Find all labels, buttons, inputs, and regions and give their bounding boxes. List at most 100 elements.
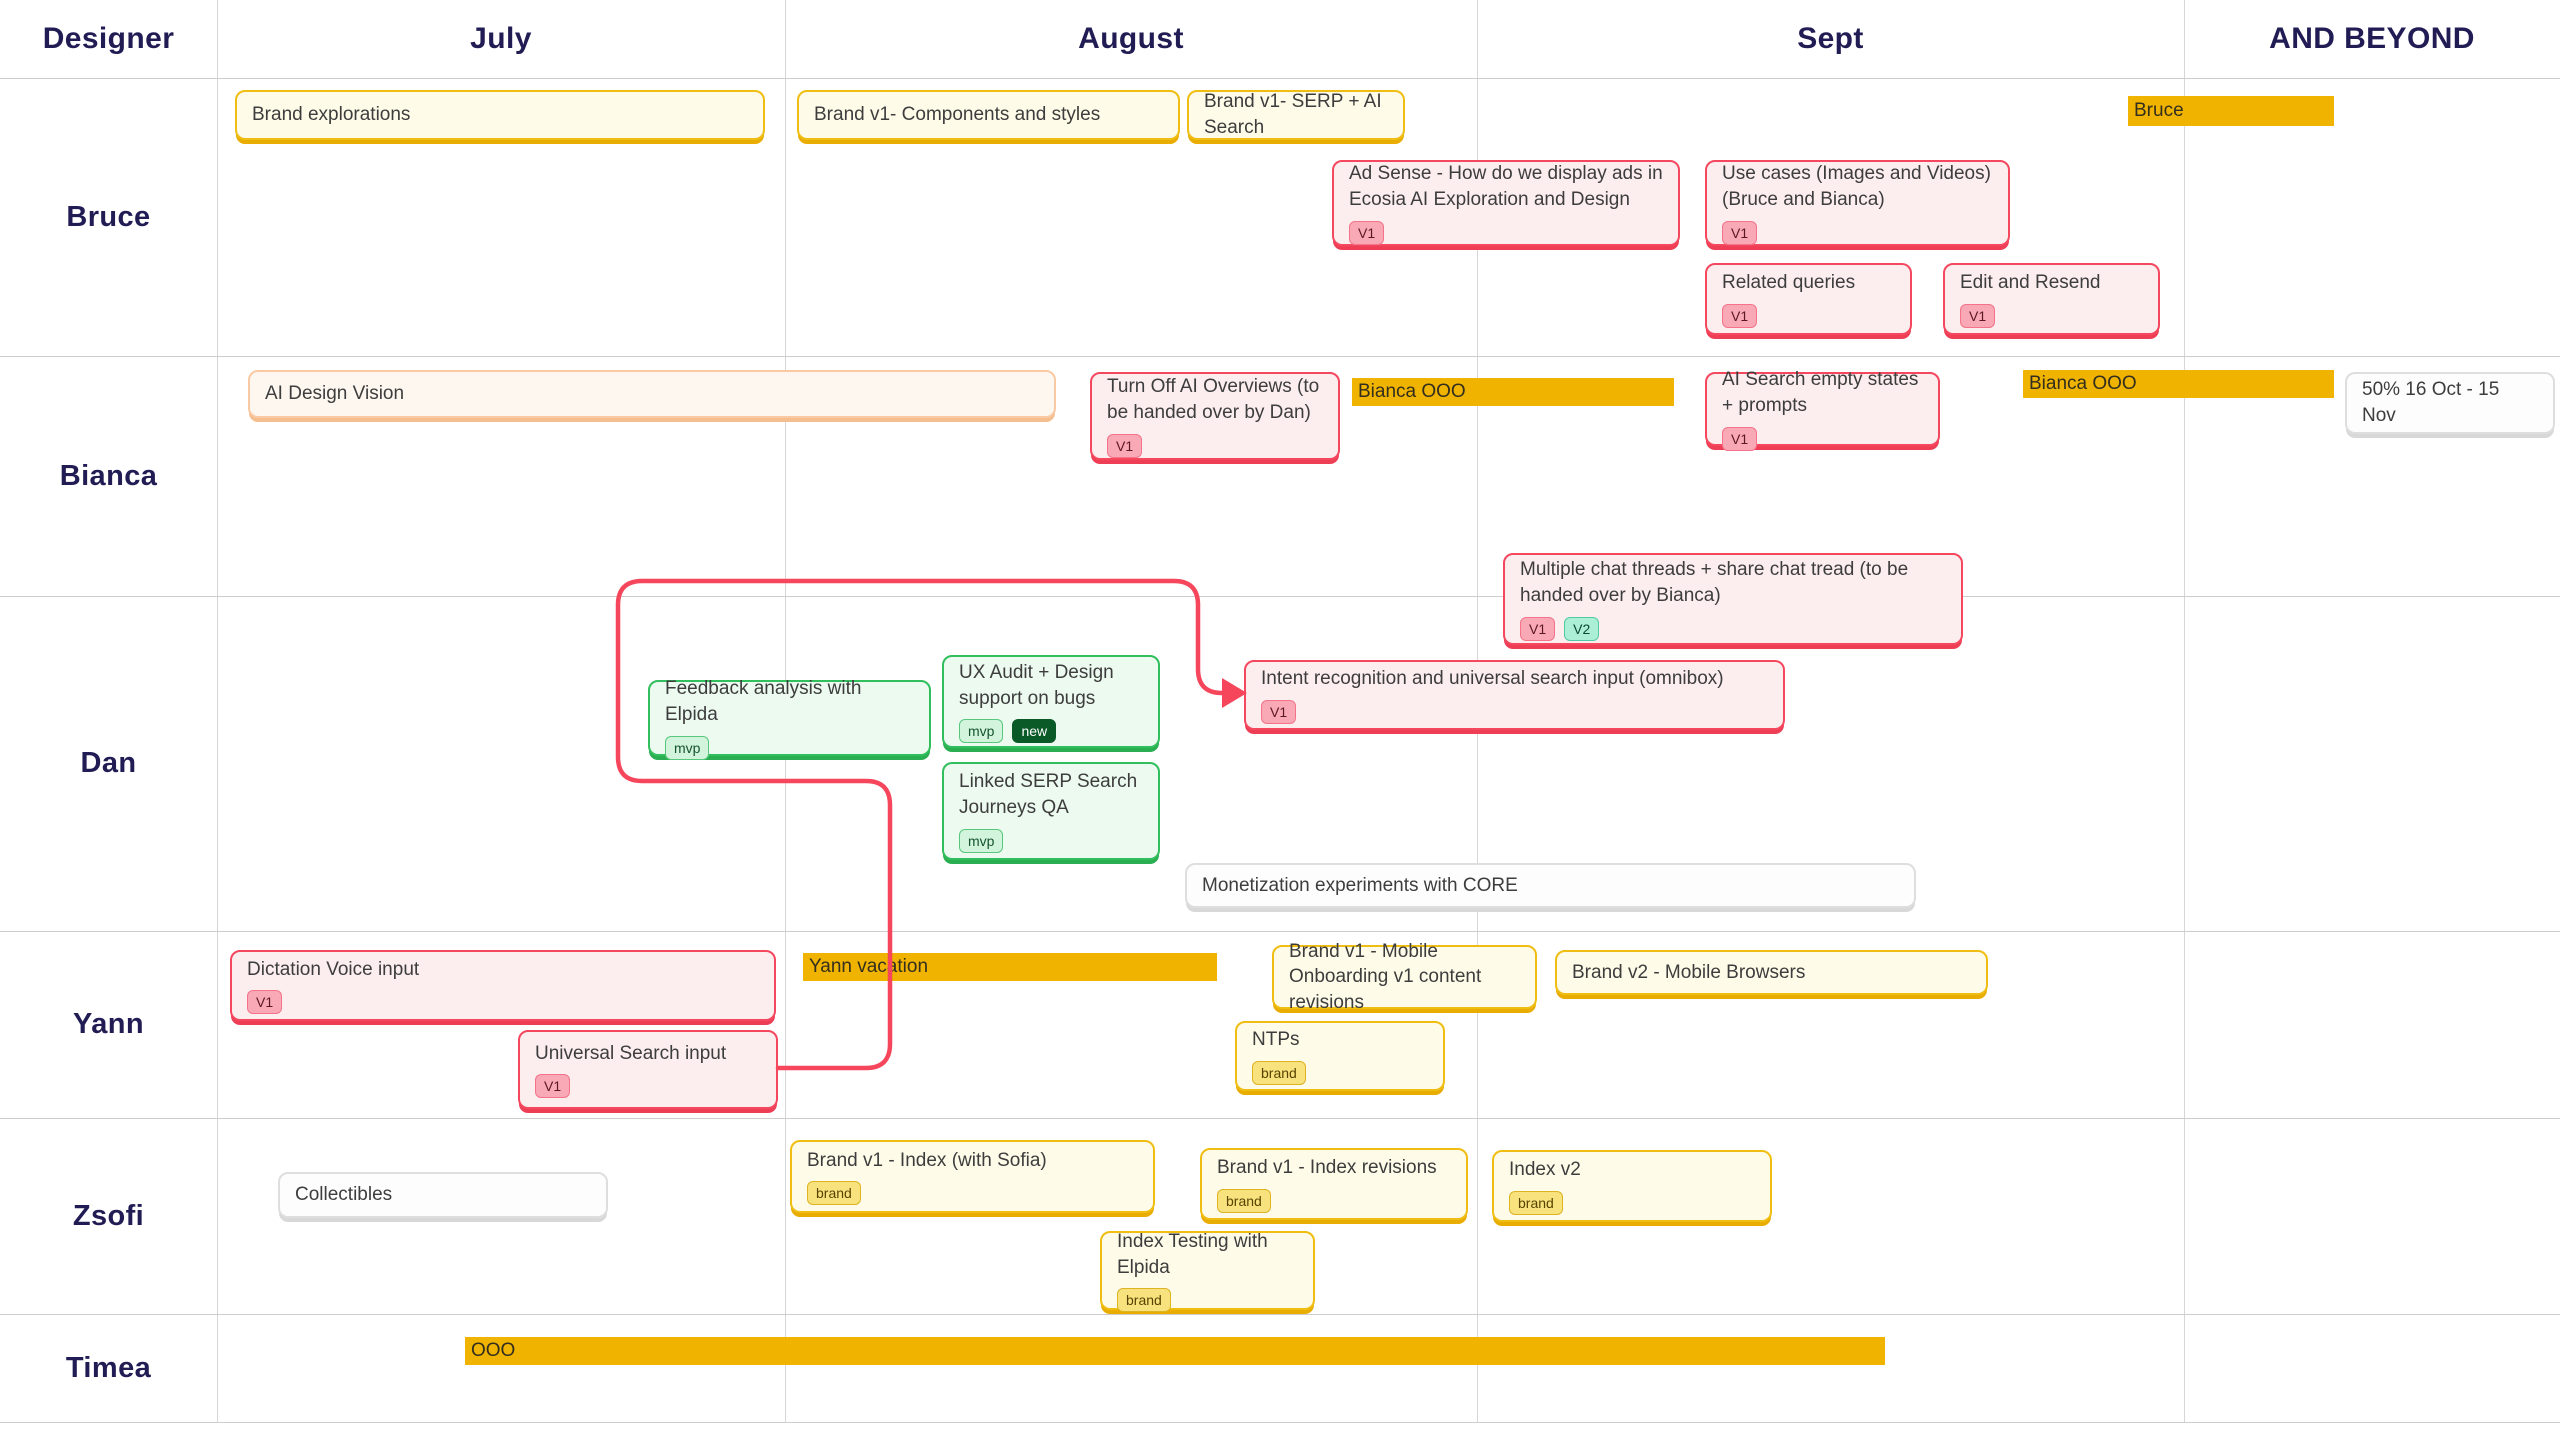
card-serp-ai-search[interactable]: Brand v1- SERP + AI Search — [1187, 90, 1405, 140]
column-divider — [217, 0, 218, 1422]
card-ad-sense[interactable]: Ad Sense - How do we display ads in Ecos… — [1332, 160, 1680, 246]
card-title: NTPs — [1252, 1029, 1300, 1051]
card-title: Multiple chat threads + share chat tread… — [1520, 559, 1909, 606]
tag-brand: brand — [1509, 1190, 1563, 1215]
tag-v1: V1 — [1349, 220, 1385, 245]
tag-v1: V1 — [1722, 426, 1758, 451]
tag-list: brand — [1117, 1288, 1298, 1313]
tag-list: brand — [1509, 1190, 1755, 1215]
tag-v1: V1 — [1722, 220, 1758, 245]
row-divider — [0, 1422, 2560, 1423]
card-index-testing[interactable]: Index Testing with Elpida brand — [1100, 1230, 1315, 1313]
tag-list: brand — [807, 1181, 1138, 1206]
tag-list: brand — [1252, 1060, 1428, 1085]
tag-v1: V1 — [1722, 303, 1758, 328]
card-title: Edit and Resend — [1960, 272, 2101, 294]
card-feedback-analysis[interactable]: Feedback analysis with Elpida mvp — [648, 678, 931, 760]
row-divider — [0, 78, 2560, 79]
card-dictation-voice[interactable]: Dictation Voice input V1 — [230, 950, 776, 1021]
card-components-styles[interactable]: Brand v1- Components and styles — [797, 90, 1180, 140]
card-title: Linked SERP Search Journeys QA — [959, 771, 1138, 818]
tag-list: brand — [1217, 1188, 1451, 1213]
tag-brand: brand — [1252, 1060, 1306, 1085]
tag-list: mvp new — [959, 719, 1143, 744]
card-edit-resend[interactable]: Edit and Resend V1 — [1943, 263, 2160, 335]
card-title: Intent recognition and universal search … — [1261, 668, 1724, 690]
tag-mvp: mvp — [959, 828, 1004, 853]
tag-brand: brand — [1117, 1288, 1171, 1313]
row-divider — [0, 1118, 2560, 1119]
card-ai-design-vision[interactable]: AI Design Vision — [248, 370, 1056, 418]
card-title: UX Audit + Design support on bugs — [959, 661, 1114, 709]
card-use-cases[interactable]: Use cases (Images and Videos) (Bruce and… — [1705, 160, 2010, 246]
card-intent-recognition[interactable]: Intent recognition and universal search … — [1244, 660, 1785, 730]
card-mobile-onboarding[interactable]: Brand v1 - Mobile Onboarding v1 content … — [1272, 941, 1537, 1013]
card-title: Brand v1 - Mobile Onboarding v1 content … — [1289, 940, 1482, 1013]
card-title: Use cases (Images and Videos) (Bruce and… — [1722, 163, 1991, 210]
tag-brand: brand — [1217, 1188, 1271, 1213]
column-header-designer: Designer — [42, 22, 175, 55]
card-ai-search-empty-states[interactable]: AI Search empty states + prompts V1 — [1705, 369, 1940, 451]
bar-yann-vacation[interactable]: Yann vacation — [803, 953, 1217, 981]
row-label-zsofi: Zsofi — [72, 1199, 145, 1232]
card-title: Index Testing with Elpida — [1117, 1230, 1268, 1278]
row-divider — [0, 596, 2560, 597]
card-title: Related queries — [1722, 272, 1856, 294]
tag-list: V1 — [1722, 220, 1993, 245]
card-title: Brand explorations — [252, 104, 411, 126]
row-divider — [0, 931, 2560, 932]
column-divider — [2184, 0, 2185, 1422]
row-label-bruce: Bruce — [66, 200, 151, 233]
card-monetization[interactable]: Monetization experiments with CORE — [1185, 863, 1916, 908]
card-collectibles[interactable]: Collectibles — [278, 1172, 608, 1218]
card-related-queries[interactable]: Related queries V1 — [1705, 263, 1912, 335]
card-title: Dictation Voice input — [247, 958, 420, 980]
card-title: Monetization experiments with CORE — [1202, 874, 1518, 896]
column-header-august: August — [1078, 22, 1184, 55]
tag-list: V1 — [535, 1074, 761, 1099]
card-50-percent[interactable]: 50% 16 Oct - 15 Nov — [2345, 372, 2555, 434]
card-title: Brand v2 - Mobile Browsers — [1572, 961, 1806, 983]
tag-list: V1 — [247, 990, 759, 1015]
card-title: Universal Search input — [535, 1042, 727, 1064]
card-ntps[interactable]: NTPs brand — [1235, 1021, 1445, 1091]
row-label-timea: Timea — [65, 1351, 152, 1384]
tag-v1: V1 — [1261, 699, 1297, 724]
bar-bianca-ooo-2[interactable]: Bianca OOO — [2023, 370, 2334, 398]
column-header-sept: Sept — [1797, 22, 1864, 55]
tag-mvp: mvp — [959, 719, 1004, 744]
card-index-v2[interactable]: Index v2 brand — [1492, 1150, 1772, 1222]
card-title: AI Search empty states + prompts — [1722, 369, 1919, 416]
tag-list: mvp — [959, 828, 1143, 853]
card-mobile-browsers[interactable]: Brand v2 - Mobile Browsers — [1555, 950, 1988, 995]
card-title: Collectibles — [295, 1184, 393, 1206]
card-title: Index v2 — [1509, 1159, 1581, 1181]
card-index-revisions[interactable]: Brand v1 - Index revisions brand — [1200, 1148, 1468, 1220]
card-title: Brand v1 - Index revisions — [1217, 1157, 1437, 1179]
card-universal-search[interactable]: Universal Search input V1 — [518, 1030, 778, 1109]
tag-brand: brand — [807, 1181, 861, 1206]
row-divider — [0, 356, 2560, 357]
tag-list: mvp — [665, 735, 914, 760]
card-brand-explorations[interactable]: Brand explorations — [235, 90, 765, 140]
bar-bianca-ooo-1[interactable]: Bianca OOO — [1352, 378, 1674, 406]
tag-v2: V2 — [1564, 616, 1600, 641]
card-ux-audit[interactable]: UX Audit + Design support on bugs mvp ne… — [942, 655, 1160, 748]
card-title: AI Design Vision — [265, 383, 405, 405]
column-header-and-beyond: AND BEYOND — [2269, 22, 2475, 55]
tag-v1: V1 — [247, 990, 283, 1015]
card-turn-off-ai-overviews[interactable]: Turn Off AI Overviews (to be handed over… — [1090, 372, 1340, 460]
tag-mvp: mvp — [665, 735, 710, 760]
card-title: Turn Off AI Overviews (to be handed over… — [1107, 376, 1320, 423]
card-title: Ad Sense - How do we display ads in Ecos… — [1349, 163, 1663, 210]
card-index-with-sofia[interactable]: Brand v1 - Index (with Sofia) brand — [790, 1140, 1155, 1213]
tag-list: V1 V2 — [1520, 616, 1946, 641]
row-divider — [0, 1314, 2560, 1315]
card-title: Brand v1- Components and styles — [814, 104, 1101, 126]
card-title: 50% 16 Oct - 15 Nov — [2362, 379, 2500, 426]
card-linked-serp-qa[interactable]: Linked SERP Search Journeys QA mvp — [942, 762, 1160, 860]
bar-timea-ooo[interactable]: OOO — [465, 1337, 1885, 1365]
card-multiple-chat-threads[interactable]: Multiple chat threads + share chat tread… — [1503, 553, 1963, 645]
tag-list: V1 — [1349, 220, 1663, 245]
bar-bruce-ooo[interactable]: Bruce — [2128, 96, 2334, 126]
